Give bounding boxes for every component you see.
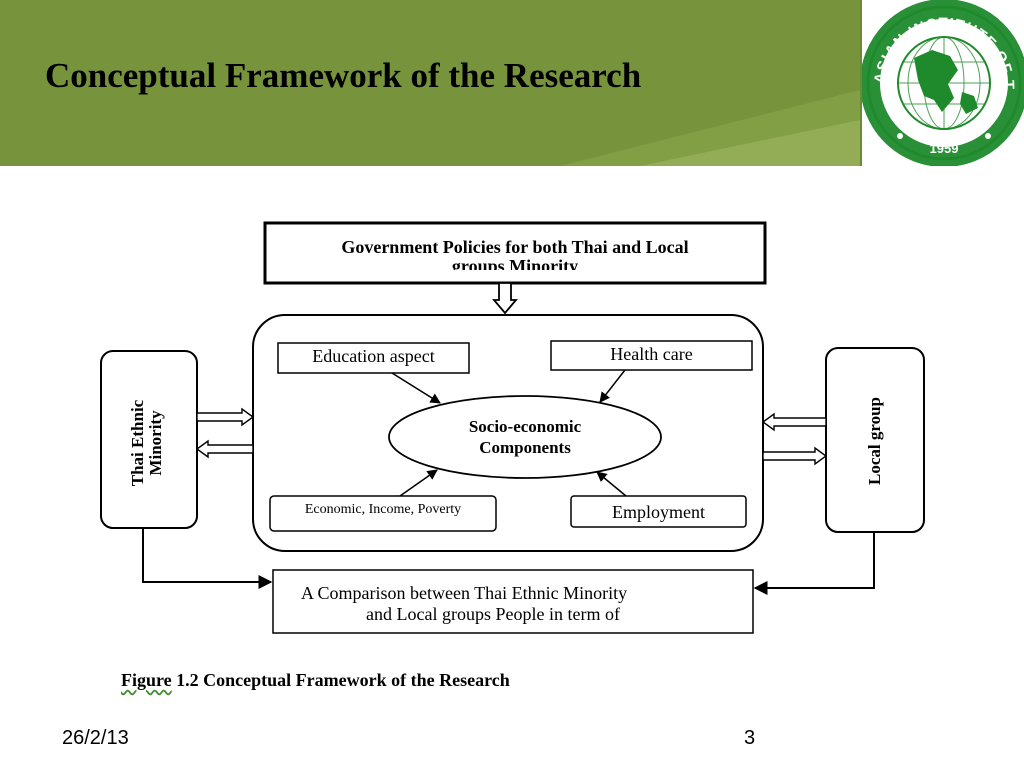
right-to-comparison-connector [753,532,875,595]
employment-arrow [596,471,627,497]
right-arrow-to-container [761,412,827,432]
policy-line-2: groups Minority [451,256,579,270]
comparison-box [272,569,754,634]
ait-logo: ASIAN INSTITUTE OF TECHNOLOGY 1959 [862,0,1024,166]
center-line-2: Components [479,438,571,458]
figure-caption-word: Figure [121,670,172,690]
thai-ethnic-label: Thai Ethnic Minority [128,383,169,503]
logo-panel: ASIAN INSTITUTE OF TECHNOLOGY 1959 [860,0,1024,166]
education-label: Education aspect [312,347,435,366]
economic-box [269,495,497,532]
economic-arrow [399,469,438,497]
svg-text:1959: 1959 [930,141,959,156]
socio-economic-ellipse [388,395,662,479]
policy-line-1: Government Policies for both Thai and Lo… [341,237,689,257]
employment-label: Employment [612,503,705,522]
health-box [550,340,753,371]
header-banner: Conceptual Framework of the Research [0,0,860,166]
footer-date: 26/2/13 [62,727,129,749]
comparison-line-1: A Comparison between Thai Ethnic Minorit… [301,583,628,603]
page-number: 3 [744,727,756,749]
policy-text: Government Policies for both Thai and Lo… [265,238,765,270]
figure-caption-rest: 1.2 Conceptual Framework of the Research [171,670,510,690]
banner-decoration [560,90,860,166]
figure-caption: Figure 1.2 Conceptual Framework of the R… [121,670,510,691]
left-arrow-to-container [196,407,255,427]
policy-down-arrow [492,282,518,315]
left-arrow-from-container [195,439,254,459]
education-box [277,342,470,374]
local-group-label: Local group [865,397,884,486]
left-to-comparison-connector [142,528,273,589]
thai-ethnic-box [100,350,198,529]
slide-title: Conceptual Framework of the Research [45,56,642,95]
education-arrow [391,372,441,404]
employment-box [570,495,747,528]
thai-ethnic-line-1: Thai Ethnic [128,399,147,487]
center-line-1: Socio-economic [468,417,582,436]
thai-ethnic-line-2: Minority [145,410,165,476]
economic-label: Economic, Income, Poverty [304,502,462,517]
health-arrow [599,369,626,403]
health-label: Health care [610,345,693,364]
policy-box [263,221,767,285]
comparison-line-2: and Local groups People in term of [366,603,620,624]
right-arrow-from-container [762,446,828,466]
comparison-text: A Comparison between Thai Ethnic Minorit… [273,583,753,624]
center-text: Socio-economic Components [389,416,661,459]
